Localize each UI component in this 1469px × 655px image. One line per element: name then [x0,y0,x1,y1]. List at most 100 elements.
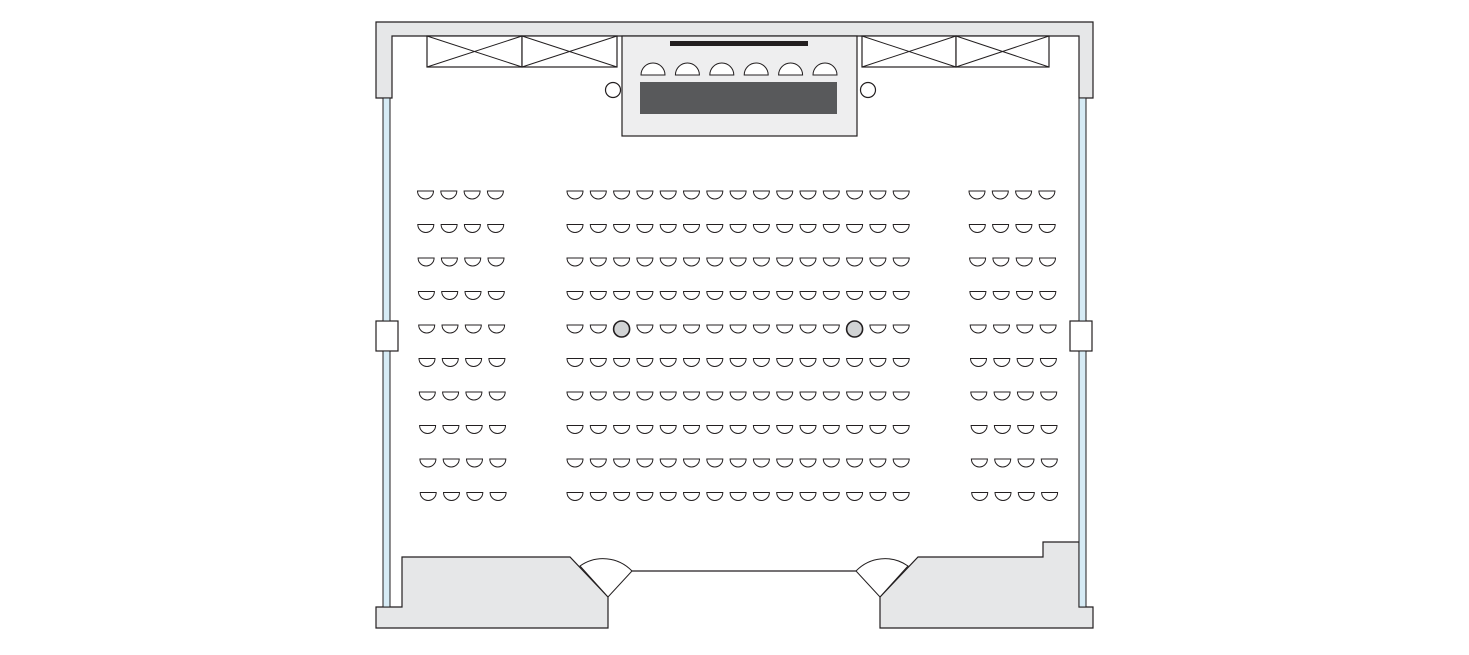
audience-column [845,320,864,338]
panel-seat [674,62,700,76]
audience-seat [589,224,607,233]
audience-seat [465,358,483,367]
audience-seat [1015,224,1033,233]
audience-seat [822,458,840,468]
audience-seat [636,458,654,468]
audience-seat [440,224,458,233]
audience-seat [613,425,631,434]
walls-layer [375,21,1094,629]
audience-seat [465,391,483,401]
right-swing-door [855,558,909,598]
audience-seat [441,358,459,367]
audience-seat [869,291,887,300]
audience-seat [442,425,460,434]
audience-seat [729,190,747,200]
stage-column-left [604,81,622,99]
audience-seat [463,190,481,200]
audience-seat [566,391,584,401]
audience-seat [993,425,1011,434]
audience-seat [729,458,747,468]
audience-seat [752,492,770,501]
windows-layer [382,35,1087,608]
audience-seat [846,458,864,468]
audience-seat [970,425,988,434]
audience-seat [846,492,864,501]
audience-seat [846,257,864,267]
audience-seat [487,257,505,267]
audience-seat [442,492,461,501]
audience-seat [869,492,887,501]
audience-seat [706,224,724,233]
audience-seat [991,190,1009,200]
audience-seat [729,324,747,334]
audience-seat [636,391,654,401]
audience-seat [993,358,1011,367]
audience-seat [613,458,631,468]
audience-seat [968,190,986,200]
audience-seat [892,291,910,300]
audience-seat [636,324,654,334]
audience-seat [892,358,910,367]
audience-seat [846,425,864,434]
audience-seat [752,458,770,468]
audience-seat [752,425,770,434]
audience-seat [441,324,459,334]
audience-seat [659,324,677,334]
audience-seat [799,425,817,434]
audience-seat [822,324,840,334]
audience-seat [636,257,654,267]
audience-seat [776,391,794,401]
audience-seat [566,358,584,367]
audience-seat [892,224,910,233]
audience-seat [799,291,817,300]
audience-seat [442,391,460,401]
audience-seat [822,190,840,200]
audience-seat [969,324,987,334]
audience-seat [636,190,654,200]
audience-seat [613,492,631,501]
audience-seat [822,257,840,267]
audience-seat [729,425,747,434]
audience-seat [589,492,607,501]
audience-column [612,320,631,338]
audience-seat [1015,291,1034,300]
audience-seat [589,358,607,367]
audience-seat [1016,391,1034,401]
audience-seat [659,492,677,501]
audience-seat [682,458,701,468]
audience-seat [729,358,747,367]
audience-seat [589,458,607,468]
audience-seat [566,492,584,501]
audience-seat [464,257,482,267]
audience-seat [799,257,817,267]
audience-seat [869,358,887,367]
top-window-panel-1 [426,35,523,68]
left-swing-door [579,558,633,598]
audience-seat [706,257,724,267]
audience-seat [752,358,770,367]
left-window-lower [382,350,391,608]
audience-seat [799,492,817,501]
audience-seat [417,224,435,233]
top-window-panel-4-cross-b [955,35,1050,68]
audience-seat [486,190,504,200]
audience-seat [1039,324,1057,334]
audience-seat [969,358,988,367]
audience-seat [1041,492,1059,501]
projection-screen [670,41,808,46]
audience-seat [589,391,607,401]
top-window-panel-3-cross-b [861,35,957,68]
audience-seat [440,190,458,200]
audience-seat [466,492,484,501]
audience-seat [968,224,986,233]
audience-seat [613,257,631,267]
audience-seat [822,291,840,300]
audience-seat [419,458,437,468]
audience-seat [776,291,794,300]
audience-seat [822,224,840,233]
audience-seat [465,458,484,468]
audience-seat [659,391,677,401]
audience-seat [1017,492,1035,501]
audience-seat [992,291,1010,300]
top-window-panel-2-cross-b [521,35,618,68]
